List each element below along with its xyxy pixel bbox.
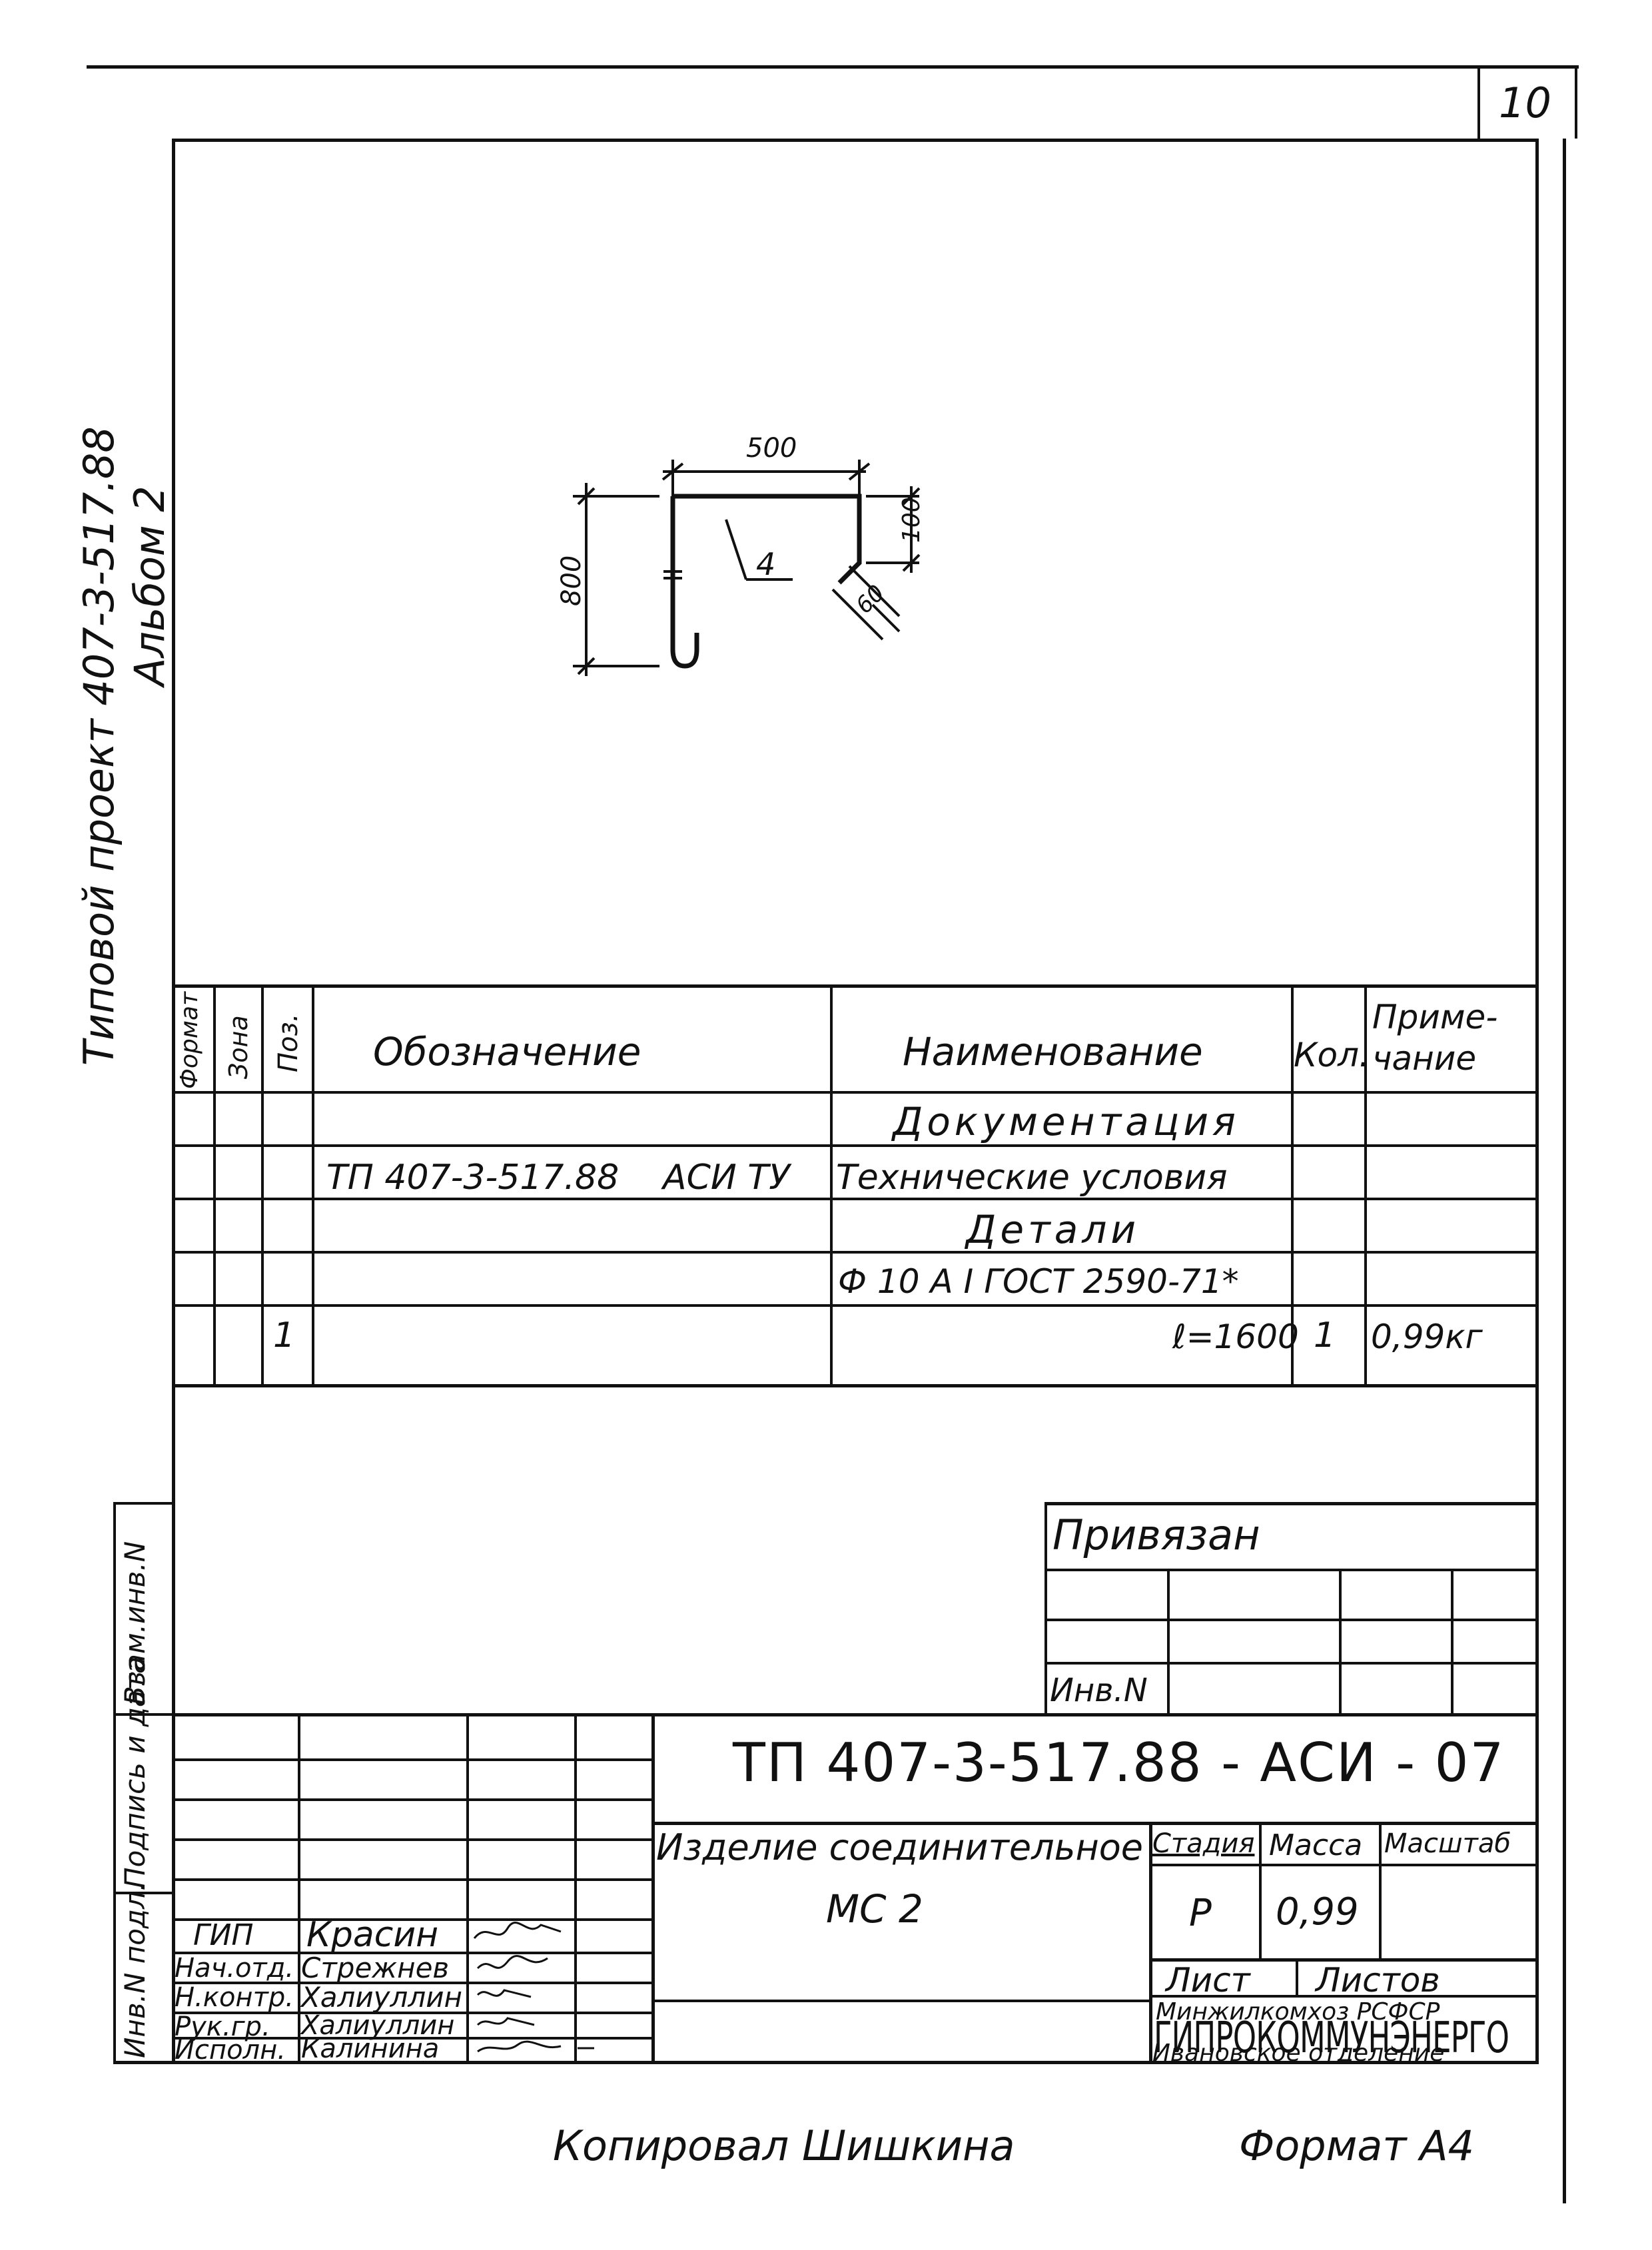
header-format: Формат [176,991,203,1089]
signer-role-gip: ГИП [193,1918,254,1952]
page-number-box-right [1575,65,1577,139]
frame-right [1535,139,1539,2063]
position-marker-4: 4 [756,546,776,582]
branch: Ивановское отделение [1152,2040,1445,2067]
row-documentation: Документация [893,1099,1240,1144]
signer-name-gip: Красин [306,1915,439,1955]
ministry: Минжилкомхоз РСФСР [1156,1998,1440,2026]
signer-role-ispoln: Исполн. [175,2035,286,2065]
side-title-line1: Типовой проект 407-3-517.88 [75,426,123,1066]
dim-width-500: 500 [746,433,797,464]
frame-bottom [113,2061,1539,2064]
header-qty: Кол. [1294,1036,1370,1074]
mass-value: 0,99 [1276,1890,1359,1934]
signer-role-ruk: Рук.гр. [175,2012,270,2042]
binding-inv: Инв.N [1050,1672,1148,1709]
signer-role-nkontr: Н.контр. [175,1982,294,2013]
frame-right-outer [1563,139,1566,2203]
signatures [473,1922,594,2053]
header-zone: Зона [224,1015,253,1079]
item-name-line2: МС 2 [826,1886,923,1932]
doc-code: ТП 407-3-517.88 - АСИ - 07 [733,1732,1505,1794]
sheet-label: Лист [1166,1961,1250,2000]
signer-role-nach: Нач.отд. [175,1953,294,1984]
row-pos-1: 1 [273,1315,296,1355]
stage-label: Стадия [1152,1828,1255,1859]
header-pos: Поз. [273,1013,304,1072]
signer-name-ispoln: Калинина [301,2034,440,2064]
top-rule [87,65,1579,69]
row-note: 0,99кг [1371,1317,1483,1356]
row-tu-name: Технические условия [836,1158,1228,1198]
scale-label: Масштаб [1384,1828,1511,1859]
header-note-2: чание [1372,1039,1477,1078]
signer-name-ruk: Халиуллин [301,2010,455,2041]
dim-height-800: 800 [556,555,587,606]
frame-top [172,139,1539,142]
sheets-label: Листов [1316,1961,1440,2000]
item-name-line1: Изделие соединительное [656,1826,1144,1868]
signer-name-nkontr: Халиуллин [301,1981,462,2014]
header-note-1: Приме- [1372,998,1498,1036]
margin-sign-date: Подпись и дата [119,1657,151,1888]
bar-drawing [573,460,921,676]
row-tu-designation: ТП 407-3-517.88 [326,1158,620,1198]
header-designation: Обозначение [373,1029,641,1074]
page-number-box-left [1477,65,1480,139]
side-title-line2: Альбом 2 [125,486,174,686]
frame-left [172,139,175,2063]
dim-right-100: 100 [898,497,925,543]
row-gost: Ф 10 А I ГОСТ 2590-71* [838,1262,1239,1301]
footer-copied: Копировал Шишкина [553,2121,1015,2170]
signer-name-nach: Стрежнев [301,1952,450,1984]
stage-value: Р [1189,1892,1212,1935]
row-details: Детали [966,1207,1140,1252]
row-qty: 1 [1314,1315,1336,1355]
row-tu-code: АСИ ТУ [663,1158,790,1198]
header-name: Наименование [903,1029,1203,1074]
mass-label: Масса [1269,1828,1363,1862]
row-length: ℓ=1600 [1172,1317,1299,1356]
footer-format: Формат А4 [1239,2121,1475,2170]
binding-title: Привязан [1052,1511,1260,1559]
margin-inv-orig: Инв.N подл. [119,1882,151,2058]
page-number: 10 [1499,79,1551,127]
organization-logo: ГИПРОКОММУНЭНЕРГО [1154,2014,1509,2063]
